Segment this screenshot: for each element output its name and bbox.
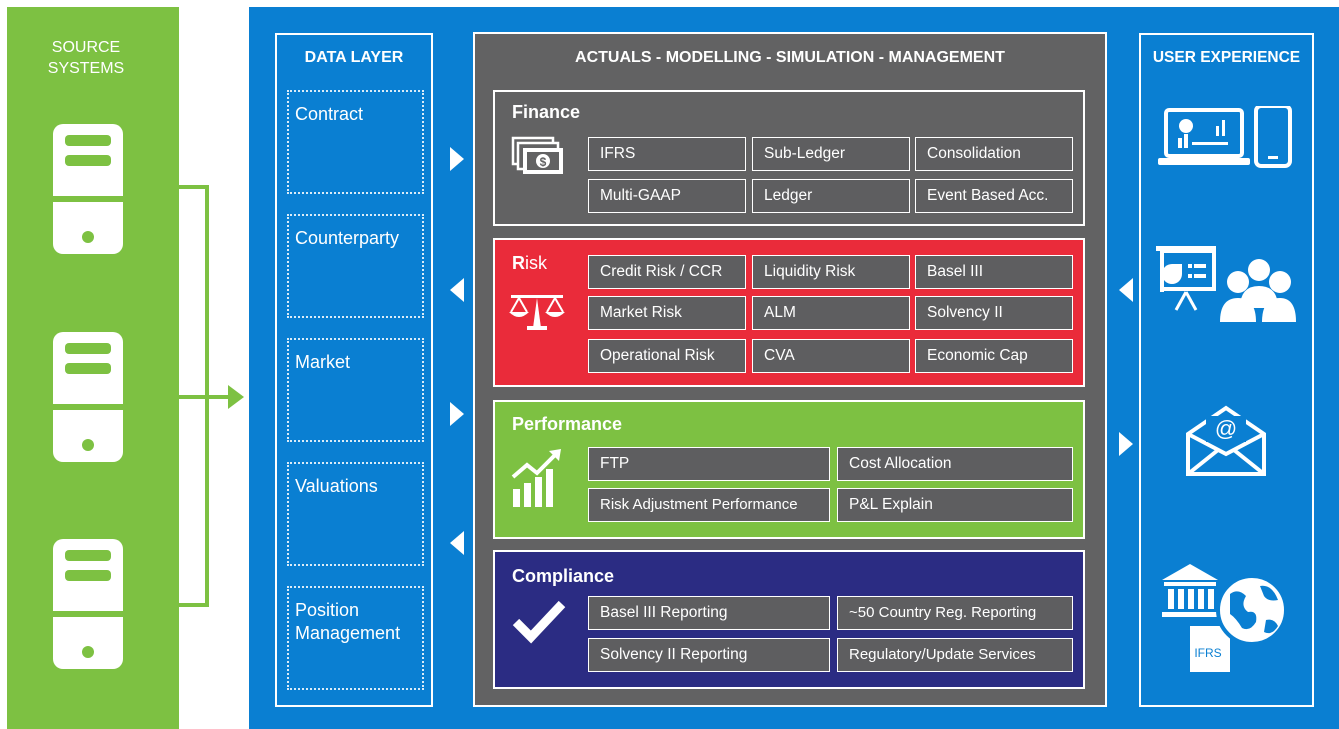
bank-globe-icon: IFRS [1162,564,1288,672]
data-layer-item-label: Management [295,623,401,643]
growth-chart-icon [511,449,561,507]
risk-cell: Basel III [915,255,1073,289]
performance-cell: Risk Adjustment Performance [588,488,830,522]
user-experience-box [1139,33,1314,707]
risk-title-rest: isk [525,253,547,273]
connector-line [179,395,209,399]
risk-cell: ALM [752,296,910,330]
arrow-right-icon [450,147,464,171]
risk-title-initial: R [512,253,525,273]
finance-cell: Multi-GAAP [588,179,746,213]
finance-cell: Ledger [752,179,910,213]
svg-text:@: @ [1215,416,1237,441]
arrow-left-icon [450,278,464,302]
finance-cell: Consolidation [915,137,1073,171]
finance-cell: Event Based Acc. [915,179,1073,213]
connector-line [205,395,229,399]
svg-text:IFRS: IFRS [1194,646,1221,660]
laptop-phone-icon [1158,106,1292,168]
performance-cell: Cost Allocation [837,447,1073,481]
data-layer-item-label: Market [295,352,351,372]
scales-icon [509,295,565,330]
risk-cell: Solvency II [915,296,1073,330]
center-title: ACTUALS - MODELLING - SIMULATION - MANAG… [575,49,1005,66]
email-icon: @ [1186,405,1266,476]
data-layer-title: DATA LAYER [304,49,404,66]
risk-cell: Operational Risk [588,339,746,373]
arrow-right-icon [450,402,464,426]
connector-line [179,185,209,189]
data-layer-item-label: Counterparty [295,228,400,248]
compliance-title: Compliance [512,566,615,586]
data-layer-item-market: Market [287,338,424,442]
risk-cell: CVA [752,339,910,373]
arrow-left-icon [1119,278,1133,302]
compliance-section: Compliance Basel III Reporting ~50 Count… [493,550,1085,689]
risk-cell: Economic Cap [915,339,1073,373]
finance-title: Finance [512,102,581,122]
source-systems-title: SOURCE SYSTEMS [0,37,172,79]
arrow-right-icon [1119,432,1133,456]
performance-section: Performance FTP Cost Allocation Risk Adj… [493,400,1085,539]
user-experience-title: USER EXPERIENCE [1152,49,1301,66]
finance-cell: Sub-Ledger [752,137,910,171]
source-title-line2: SYSTEMS [47,60,125,77]
risk-section: Risk Credit Risk / CCR Liquidity Risk Ba… [493,238,1085,387]
data-layer-box [275,33,433,707]
risk-title: Risk [512,253,547,274]
risk-cell: Liquidity Risk [752,255,910,289]
svg-text:$: $ [540,155,547,169]
checkmark-icon [512,600,566,644]
performance-cell: P&L Explain [837,488,1073,522]
arrow-left-icon [450,531,464,555]
compliance-cell: ~50 Country Reg. Reporting [837,596,1073,630]
compliance-cell: Solvency II Reporting [588,638,830,672]
data-layer-item-position-management: Position Management [287,586,424,690]
finance-cell: IFRS [588,137,746,171]
finance-section: Finance $ IFRS Sub-Ledger Consolidation … [493,90,1085,226]
data-layer-item-valuations: Valuations [287,462,424,566]
risk-cell: Credit Risk / CCR [588,255,746,289]
server-icon [53,539,123,669]
data-layer-item-counterparty: Counterparty [287,214,424,318]
data-layer-item-label: Valuations [295,476,378,496]
compliance-cell: Regulatory/Update Services [837,638,1073,672]
data-layer-item-contract: Contract [287,90,424,194]
presentation-icon [1156,246,1296,322]
performance-cell: FTP [588,447,830,481]
risk-cell: Market Risk [588,296,746,330]
money-icon: $ [511,136,563,174]
server-icon [53,124,123,254]
compliance-cell: Basel III Reporting [588,596,830,630]
connector-line [179,603,209,607]
data-layer-item-label: Position [295,600,360,620]
source-title-line1: SOURCE [51,39,121,56]
data-layer-item-label: Contract [295,104,364,124]
server-icon [53,332,123,462]
arrow-right-icon [228,385,244,409]
performance-title: Performance [512,414,623,434]
